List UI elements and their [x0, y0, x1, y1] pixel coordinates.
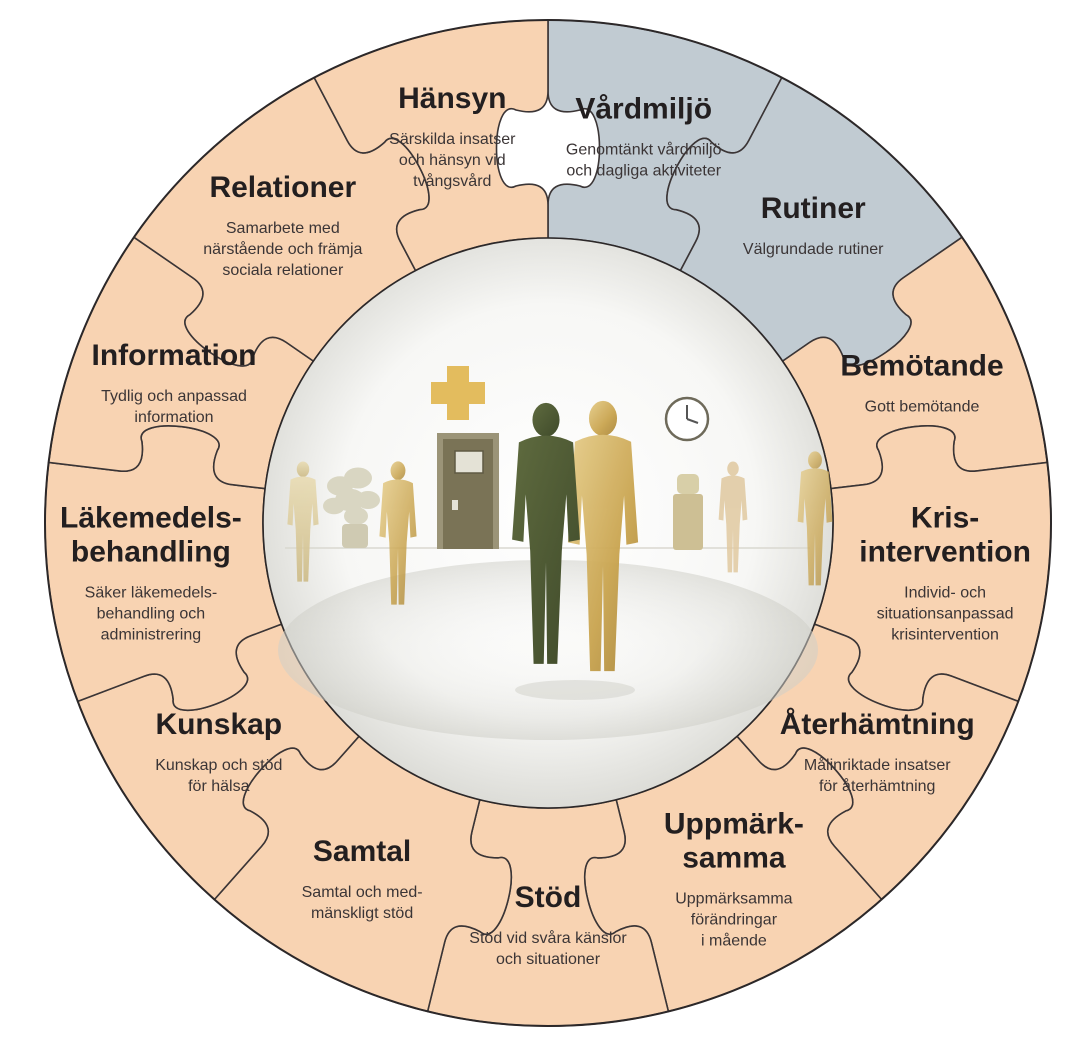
person-silhouette [287, 461, 319, 582]
segment-title: Kris- [911, 502, 979, 535]
segment-description: Individ- och [904, 585, 986, 602]
segment-description: närstående och främja [203, 240, 362, 258]
segment-description: administrering [101, 627, 201, 644]
segment-description: situationsanpassad [877, 606, 1014, 623]
door-icon [437, 433, 499, 549]
center-illustration [262, 237, 834, 809]
segment-title: Stöd [515, 881, 582, 914]
person-silhouette [512, 402, 580, 664]
segment-description: krisintervention [891, 627, 999, 644]
segment-title: Samtal [313, 835, 411, 868]
segment-description: förändringar [691, 912, 778, 929]
person-silhouette [567, 400, 639, 672]
segment-title: Läkemedels- [60, 502, 242, 535]
segment-title: Återhämtning [780, 708, 975, 741]
segment-description: och hänsyn vid [399, 152, 506, 169]
segment-description: Stöd vid svåra känslor [469, 929, 627, 947]
segment-description: information [134, 409, 213, 426]
segment-title: Uppmärk- [664, 808, 804, 841]
segment-description: Särskilda insatser [389, 131, 516, 148]
person-silhouette [718, 461, 748, 573]
segment-title: Information [92, 339, 257, 372]
segment-title: Kunskap [155, 708, 282, 741]
segment-description: och dagliga aktiviteter [566, 163, 721, 180]
segment-title: Bemötande [840, 350, 1003, 383]
segment-description: sociala relationer [222, 262, 344, 279]
segment-title: Rutiner [761, 192, 866, 225]
person-silhouette [379, 461, 417, 605]
segment-description: Säker läkemedels- [85, 585, 218, 602]
segment-description: och situationer [496, 951, 601, 968]
water-cooler-icon [673, 474, 703, 550]
segment-title: Relationer [209, 171, 356, 204]
outer-rim [44, 19, 1052, 1027]
medical-cross-icon [431, 366, 485, 420]
figure-shadow [515, 680, 635, 700]
segment-description: Gott bemötande [865, 399, 980, 416]
segment-description: tvångsvård [413, 172, 491, 190]
segment-description: Uppmärksamma [675, 891, 792, 908]
segment-description: för återhämtning [819, 777, 936, 795]
segment-title: samma [682, 842, 786, 875]
segment-description: i mående [701, 932, 767, 950]
plant-icon [323, 467, 380, 548]
segment-description: Samarbete med [226, 220, 340, 237]
segments-layer [44, 19, 1052, 1027]
segment-description: Tydlig och anpassad [101, 388, 247, 405]
segment-title: Vårdmiljö [575, 93, 712, 126]
person-silhouette [797, 451, 833, 586]
segment-description: Kunskap och stöd [155, 757, 282, 774]
segment-description: behandling och [97, 606, 206, 623]
segment-description: Genomtänkt vårdmiljö [566, 141, 722, 159]
clock-icon [664, 396, 710, 442]
segment-description: Välgrundade rutiner [743, 241, 884, 258]
segment-description: Målinriktade insatser [804, 756, 951, 774]
segment-title: intervention [859, 536, 1031, 569]
segment-description: för hälsa [188, 778, 249, 795]
segment-title: behandling [71, 536, 231, 569]
segment-title: Hänsyn [398, 82, 506, 115]
segment-description: mänskligt stöd [311, 905, 413, 922]
segment-description: Samtal och med- [302, 884, 423, 901]
